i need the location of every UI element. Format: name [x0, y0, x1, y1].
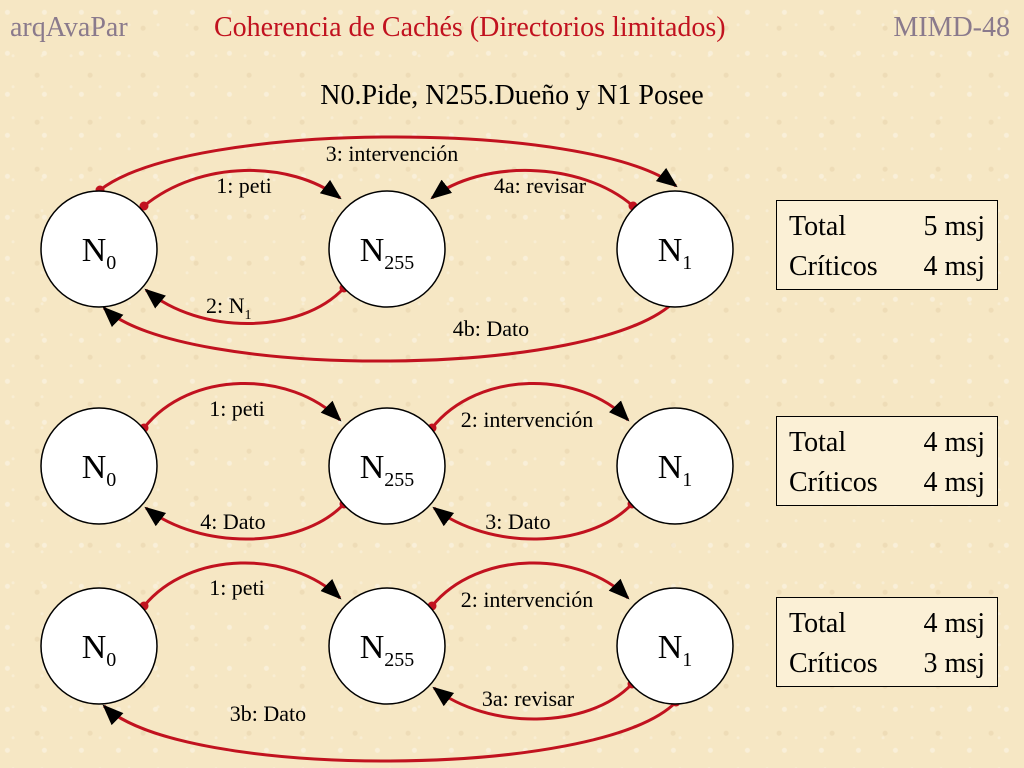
total-label: Total [789, 211, 847, 242]
arrow-2-intervencion [430, 561, 630, 607]
arrow-1-peti [142, 561, 342, 607]
critical-label: Críticos [789, 467, 878, 498]
critical-label: Críticos [789, 251, 878, 282]
arrow-label: 4a: revisar [494, 173, 587, 198]
node-n255 [328, 407, 446, 525]
totals-box-1: Total 5 msj Críticos 4 msj [776, 200, 998, 290]
arrow-3-intervencion [99, 135, 678, 192]
total-value: 4 msj [923, 427, 985, 458]
arrow-2-n1 [144, 286, 346, 325]
critical-value: 3 msj [923, 648, 985, 679]
arrow-origin-dot [139, 201, 149, 211]
node-n0 [40, 190, 158, 308]
arrow-1-peti [143, 169, 342, 208]
slide-subtitle: N0.Pide, N255.Dueño y N1 Posee [320, 80, 704, 111]
arrow-4b-dato [102, 298, 678, 363]
arrow-label: 2: N1 [206, 293, 252, 323]
arrow-label: 1: peti [216, 173, 272, 198]
node-n0 [40, 407, 158, 525]
node-n255-label: N255 [360, 449, 415, 491]
arrow-label: 3: Dato [485, 509, 550, 534]
arrow-label: 1: peti [209, 575, 265, 600]
arrow-label: 4b: Dato [453, 316, 529, 341]
arrow-label: 1: peti [209, 396, 265, 421]
slide-number: MIMD-48 [893, 12, 1010, 43]
critical-value: 4 msj [923, 251, 985, 282]
arrow-label: 2: intervención [461, 587, 594, 612]
node-n255 [328, 587, 446, 705]
node-n1 [616, 190, 734, 308]
node-n1 [616, 407, 734, 525]
totals-box-3: Total 4 msj Críticos 3 msj [776, 597, 998, 687]
total-value: 5 msj [923, 211, 985, 242]
critical-label: Críticos [789, 648, 878, 679]
arrow-4a-revisar [430, 169, 634, 208]
arrow-label: 3a: revisar [482, 686, 575, 711]
node-n0-label: N0 [82, 232, 117, 274]
node-n1-label: N1 [658, 449, 693, 491]
arrow-label: 2: intervención [461, 407, 594, 432]
scenario-3: N0 N255 N1 1: peti 2: intervención 3a: r… [40, 561, 734, 763]
slide-title: Coherencia de Cachés (Directorios limita… [214, 12, 726, 43]
node-n255-label: N255 [360, 629, 415, 671]
node-n255-label: N255 [360, 232, 415, 274]
arrow-4-dato [144, 502, 346, 541]
node-n1 [616, 587, 734, 705]
total-value: 4 msj [923, 608, 985, 639]
total-label: Total [789, 427, 847, 458]
arrow-1-peti [142, 382, 342, 429]
arrow-3b-dato [102, 700, 678, 763]
node-n0 [40, 587, 158, 705]
total-label: Total [789, 608, 847, 639]
course-code: arqAvaPar [10, 12, 128, 43]
arrow-label: 3b: Dato [230, 701, 306, 726]
arrow-3-dato [432, 502, 634, 541]
arrow-2-intervencion [430, 382, 630, 429]
node-n255 [328, 190, 446, 308]
arrow-label: 3: intervención [326, 141, 459, 166]
node-n0-label: N0 [82, 629, 117, 671]
scenario-1: N0 N255 N1 3: intervención 1: peti 4a: r… [40, 135, 734, 363]
critical-value: 4 msj [923, 467, 985, 498]
arrow-label: 4: Dato [200, 509, 265, 534]
node-n0-label: N0 [82, 449, 117, 491]
totals-box-2: Total 4 msj Críticos 4 msj [776, 416, 998, 506]
scenario-2: N0 N255 N1 1: peti 2: intervención 4: Da… [40, 382, 734, 541]
node-n1-label: N1 [658, 629, 693, 671]
node-n1-label: N1 [658, 232, 693, 274]
arrow-3a-revisar [432, 682, 634, 721]
